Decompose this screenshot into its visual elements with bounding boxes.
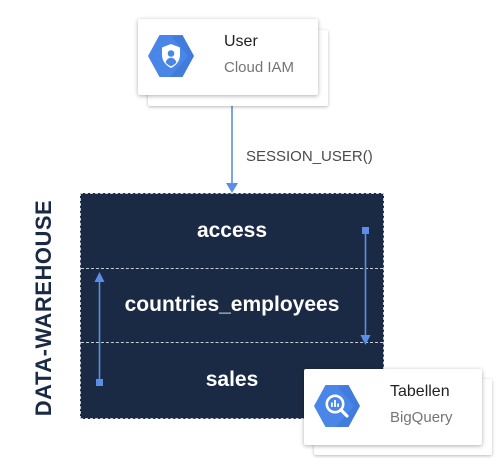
countries-employees-table-row: countries_employees — [124, 293, 340, 316]
row-divider — [81, 268, 383, 269]
tabellen-card-title: Tabellen — [390, 383, 450, 400]
session-user-arrow — [226, 106, 238, 193]
tabellen-card-subtitle: BigQuery — [390, 409, 453, 426]
cloud-iam-icon — [148, 35, 194, 77]
sales-table-row: sales — [205, 368, 259, 391]
user-card-title: User — [224, 33, 258, 50]
user-card: User Cloud IAM — [138, 19, 318, 95]
access-to-countries-arrow — [360, 227, 371, 345]
tabellen-card: Tabellen BigQuery — [304, 369, 482, 445]
sales-to-countries-arrow — [94, 272, 105, 386]
user-card-subtitle: Cloud IAM — [224, 59, 295, 76]
row-divider — [81, 342, 383, 343]
relation-arrows — [94, 227, 371, 386]
session-user-label: SESSION_USER() — [246, 148, 373, 165]
access-table-row: access — [196, 219, 268, 242]
bigquery-icon — [314, 385, 360, 427]
data-warehouse-label: DATA-WAREHOUSE — [31, 199, 56, 417]
